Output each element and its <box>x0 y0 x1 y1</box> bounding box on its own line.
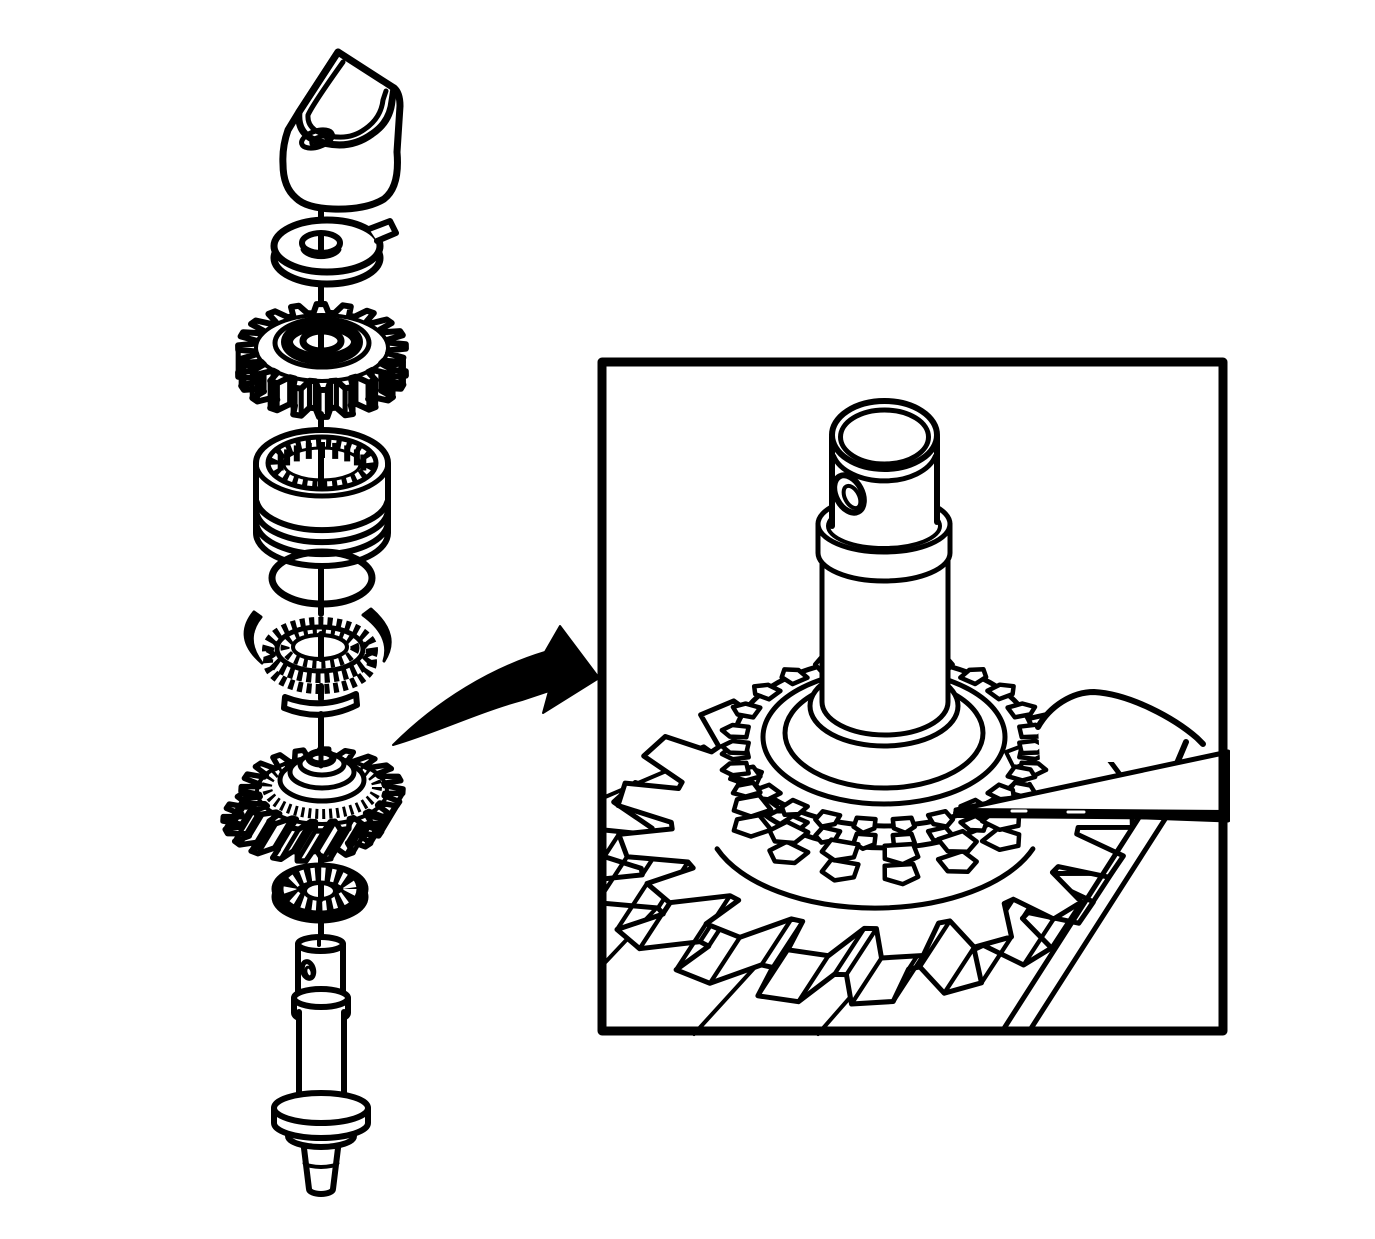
blocking-ring-teeth <box>262 617 378 683</box>
blocking-ring-inner-splines <box>280 627 360 669</box>
output-shaft-collar-top <box>291 986 351 1010</box>
detail-shaft-oil-hole-inner <box>841 483 863 511</box>
synchronizer-sleeve-top-rim <box>253 427 391 499</box>
tanged-washer-tab <box>366 218 399 244</box>
thrust-bearing-rollers <box>283 867 357 911</box>
spur-gear-face-ring <box>254 313 390 383</box>
detail-shaft-top-rim-inner <box>838 407 931 467</box>
callout-arrow <box>392 625 600 746</box>
detail-gear-face-ring <box>714 846 1036 911</box>
tool-edge <box>953 808 1230 820</box>
detail-shaft-lower-cylinder <box>819 557 951 738</box>
inset-detail <box>598 358 1230 1037</box>
synchronizer-sleeve-groove <box>253 510 391 546</box>
output-shaft-flange-top <box>271 1090 371 1126</box>
detail-shaft-oil-hole <box>831 472 867 516</box>
retainer-clip-left <box>243 610 264 665</box>
callout-arrow-layer <box>392 625 600 746</box>
hand-outline <box>1035 689 1206 747</box>
cone-cap-body <box>279 48 404 213</box>
inset-border <box>597 357 1228 1036</box>
bench-edge-line <box>1000 813 1143 1033</box>
output-shaft-tip-step <box>302 1161 340 1169</box>
synchronizer-spline-ring <box>269 437 375 491</box>
tanged-washer-hole-depth <box>300 247 342 260</box>
exploded-assembly <box>220 48 409 1197</box>
retainer-clip-right <box>361 607 392 663</box>
detail-clutch-teeth-front <box>731 792 1022 887</box>
cone-cap-rim-inner <box>305 59 389 140</box>
bench-edge-line <box>1027 813 1170 1033</box>
detail-shaft-band <box>831 453 938 484</box>
cone-cap-hole-inner <box>309 134 329 148</box>
cone-cap-rim <box>295 48 398 149</box>
hand-fill <box>1038 692 1203 762</box>
synchronizer-key <box>281 691 360 718</box>
spur-gear-hub-band <box>281 319 363 365</box>
output-shaft-side-hole-inner <box>304 965 314 979</box>
inset-frame <box>597 357 1228 1036</box>
synchronizer-sleeve-groove <box>253 498 391 534</box>
